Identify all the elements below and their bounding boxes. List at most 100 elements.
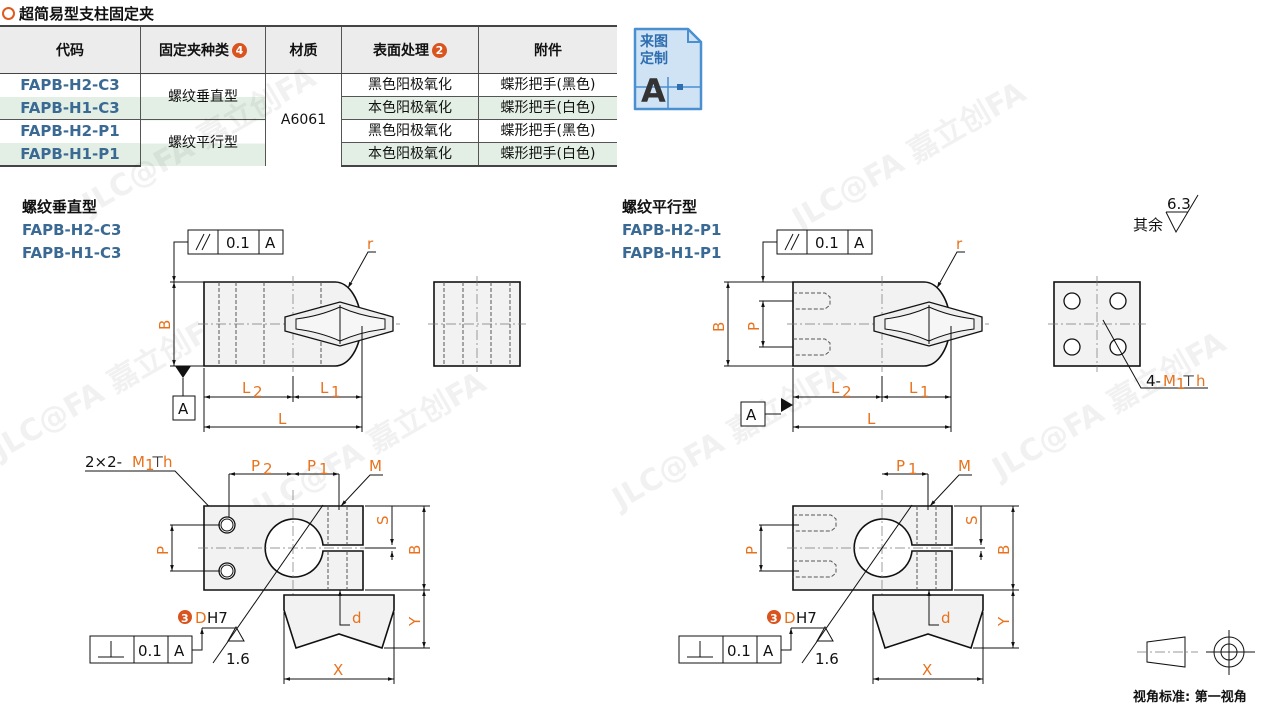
svg-text:S: S xyxy=(374,515,392,525)
svg-text:P: P xyxy=(745,322,763,331)
svg-text:L: L xyxy=(320,379,329,397)
svg-text:H7: H7 xyxy=(207,609,228,627)
svg-text:JLC@FA 嘉立创FA: JLC@FA 嘉立创FA xyxy=(245,365,493,528)
svg-text:Y: Y xyxy=(995,616,1013,627)
svg-text:其余: 其余 xyxy=(1133,216,1163,234)
svg-text:M: M xyxy=(958,457,971,475)
svg-text:来图: 来图 xyxy=(639,34,668,50)
custom-drawing-badge[interactable]: 来图 定制 A xyxy=(633,27,703,111)
svg-text:B: B xyxy=(995,545,1013,555)
note-badge: 4 xyxy=(232,43,247,58)
svg-text:P: P xyxy=(896,457,905,475)
svg-text:Y: Y xyxy=(406,616,424,627)
left-section-header: 螺纹垂直型 FAPB-H2-C3 FAPB-H1-C3 xyxy=(22,198,122,262)
watermarks: JLC@FA 嘉立创FA JLC@FA 嘉立创FA JLC@FA 嘉立创FA J… xyxy=(0,60,1233,528)
svg-text:1.6: 1.6 xyxy=(226,650,250,668)
table-row: FAPB-H1-P1 本色阳极氧化 蝶形把手(白色) xyxy=(0,142,617,167)
svg-text:P: P xyxy=(154,546,172,555)
svg-text:A: A xyxy=(854,234,865,252)
svg-text:1: 1 xyxy=(145,456,155,474)
svg-text:⊤: ⊤ xyxy=(1182,372,1195,390)
roughness-symbol: 6.3 其余 xyxy=(1133,194,1199,234)
svg-text:L: L xyxy=(867,410,876,428)
col-material: 材质 xyxy=(265,25,342,74)
svg-text:JLC@FA 嘉立创FA: JLC@FA 嘉立创FA xyxy=(0,305,233,468)
table-row: FAPB-H1-C3 本色阳极氧化 蝶形把手(白色) xyxy=(0,96,617,120)
svg-text:0.1: 0.1 xyxy=(138,642,162,660)
svg-text:M: M xyxy=(1163,372,1176,390)
svg-text:6.3: 6.3 xyxy=(1167,195,1191,213)
svg-text:1: 1 xyxy=(331,383,341,401)
svg-text:P: P xyxy=(307,457,316,475)
right-section-header: 螺纹平行型 FAPB-H2-P1 FAPB-H1-P1 xyxy=(622,198,722,262)
svg-text:r: r xyxy=(367,235,374,253)
svg-text:X: X xyxy=(922,661,932,679)
svg-text:⊤: ⊤ xyxy=(151,453,164,471)
svg-text:S: S xyxy=(963,515,981,525)
col-code: 代码 xyxy=(0,25,141,74)
svg-text:A: A xyxy=(763,642,774,660)
projection-symbol-icon xyxy=(1137,630,1255,675)
svg-text:3: 3 xyxy=(770,612,778,625)
svg-text:L: L xyxy=(278,410,287,428)
svg-text:X: X xyxy=(333,661,343,679)
svg-text:A: A xyxy=(641,72,666,110)
projection-standard: 视角标准: 第一视角 xyxy=(1133,690,1247,705)
svg-text:JLC@FA 嘉立创FA: JLC@FA 嘉立创FA xyxy=(75,60,323,223)
svg-text:d: d xyxy=(941,609,951,627)
page-title: 超简易型支柱固定夹 xyxy=(2,3,154,24)
svg-text:1: 1 xyxy=(908,460,918,478)
svg-text:4-: 4- xyxy=(1146,372,1161,390)
svg-text:定制: 定制 xyxy=(640,50,668,67)
svg-text:A: A xyxy=(746,406,757,424)
svg-text:H7: H7 xyxy=(796,609,817,627)
svg-text:M: M xyxy=(369,457,382,475)
left-side-view xyxy=(428,276,526,372)
svg-text:L: L xyxy=(242,379,251,397)
svg-text:1: 1 xyxy=(1176,375,1186,393)
svg-text:P: P xyxy=(251,457,260,475)
svg-text:B: B xyxy=(710,322,728,332)
svg-text:A: A xyxy=(265,234,276,252)
table-row: FAPB-H2-P1 螺纹平行型 黑色阳极氧化 蝶形把手(黑色) xyxy=(0,119,617,166)
svg-text:3: 3 xyxy=(181,612,189,625)
svg-text:2: 2 xyxy=(253,383,263,401)
svg-text:L: L xyxy=(831,379,840,397)
svg-text:1: 1 xyxy=(920,383,930,401)
svg-text:r: r xyxy=(956,235,963,253)
svg-text:1.6: 1.6 xyxy=(815,650,839,668)
svg-text:d: d xyxy=(352,609,362,627)
svg-text:L: L xyxy=(909,379,918,397)
svg-text:0.1: 0.1 xyxy=(815,234,839,252)
svg-text:2×2-: 2×2- xyxy=(85,453,122,471)
svg-text:h: h xyxy=(1196,372,1206,390)
svg-text:P: P xyxy=(743,546,761,555)
svg-text:B: B xyxy=(156,320,174,330)
svg-text:h: h xyxy=(163,453,173,471)
svg-text:A: A xyxy=(174,642,185,660)
svg-text:JLC@FA 嘉立创FA: JLC@FA 嘉立创FA xyxy=(605,355,853,518)
svg-text:JLC@FA 嘉立创FA: JLC@FA 嘉立创FA xyxy=(785,75,1033,238)
svg-text:B: B xyxy=(406,545,424,555)
svg-text:2: 2 xyxy=(842,383,852,401)
svg-text:M: M xyxy=(132,453,145,471)
svg-text:2: 2 xyxy=(263,460,273,478)
note-badge: 2 xyxy=(432,43,447,58)
svg-text:D: D xyxy=(784,609,796,627)
svg-text:0.1: 0.1 xyxy=(727,642,751,660)
table-row: FAPB-H2-C3 螺纹垂直型 A6061 黑色阳极氧化 蝶形把手(黑色) xyxy=(0,73,617,166)
svg-text:A: A xyxy=(178,400,189,418)
ring-icon xyxy=(2,7,15,20)
svg-text:D: D xyxy=(195,609,207,627)
